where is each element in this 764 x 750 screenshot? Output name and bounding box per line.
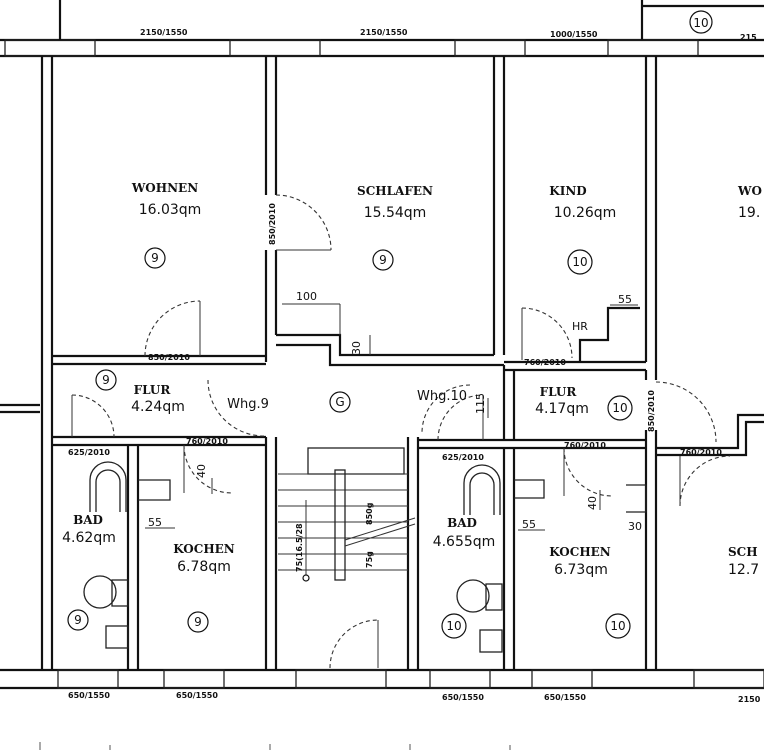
dim-door-right-room: 760/2010 [680, 448, 722, 457]
unit-marker-schlafen [372, 249, 394, 271]
bottom-wall [0, 668, 764, 690]
stair-up-label-2: 75g [365, 551, 374, 568]
dim-door-bad-left: 625/2010 [68, 448, 110, 457]
unit-marker-schlafen-label: 9 [379, 253, 387, 267]
apartment-label-9: Whg.9 [227, 397, 269, 412]
room-bad-right-name: BAD [447, 516, 477, 530]
unit-marker-kochen-right [605, 613, 631, 639]
stair-marker [329, 391, 351, 413]
fixtures [83, 461, 503, 653]
unit-marker-bad-right [441, 613, 467, 639]
doors [71, 194, 731, 669]
unit-marker-kochen-right-label: 10 [610, 619, 625, 633]
room-flur-left-name: FLUR [134, 383, 172, 397]
room-wohnen-right-area: 19. [738, 205, 760, 221]
dim-top-1: 2150/1550 [140, 28, 188, 37]
apartment-label-10: Whg.10 [417, 389, 467, 404]
unit-marker-bad-right-label: 10 [446, 619, 461, 633]
room-kind-area: 10.26qm [554, 205, 617, 221]
room-flur-right-area: 4.17qm [535, 401, 589, 417]
room-kochen-left-name: KOCHEN [173, 542, 235, 556]
dim-top-4: 215 [740, 33, 757, 42]
room-schlafen-name: SCHLAFEN [357, 184, 433, 198]
dim-top-3: 1000/1550 [550, 30, 598, 39]
dim-55-b: 55 [148, 516, 162, 529]
room-schlafen-area: 15.54qm [364, 205, 427, 221]
unit-marker-wohnen-label: 9 [151, 251, 159, 265]
unit-marker-flur-right [607, 395, 633, 421]
dim-door-flur-right: 850/2010 [647, 390, 656, 432]
dim-55-a: 55 [618, 293, 632, 306]
dim-40-a: 40 [195, 464, 208, 478]
staircase [278, 447, 416, 582]
dim-door-wohnen: 850/2010 [148, 353, 190, 362]
unit-marker-bad-left [67, 609, 89, 631]
dim-door-bad-right: 625/2010 [442, 453, 484, 462]
room-schl-right-name: SCH [728, 545, 758, 559]
room-bad-right-area: 4.655qm [433, 534, 496, 550]
room-wohnen-area: 16.03qm [139, 202, 202, 218]
room-kochen-right-area: 6.73qm [554, 562, 608, 578]
stair-up-label-1: 850g [365, 502, 374, 525]
unit-marker-kind-label: 10 [572, 255, 587, 269]
room-kind-name: KIND [549, 184, 586, 198]
dim-bottom-4: 650/1550 [544, 693, 586, 702]
room-kochen-right-name: KOCHEN [549, 545, 611, 559]
unit-marker-wohnen [144, 247, 166, 269]
hr-label: HR [572, 320, 588, 333]
dim-100: 100 [296, 290, 317, 303]
unit-marker-kind [567, 249, 593, 275]
dim-115: 115 [474, 393, 487, 414]
unit-marker-bad-left-label: 9 [74, 613, 82, 627]
unit-marker-flur-left [95, 369, 117, 391]
dim-door-kind: 760/2010 [524, 358, 566, 367]
room-bad-left-area: 4.62qm [62, 530, 116, 546]
dim-door-kochen-right: 760/2010 [564, 441, 606, 450]
dim-30-b: 30 [628, 520, 642, 533]
room-wohnen-name: WOHNEN [131, 181, 198, 195]
stair-dimension: 75(16.5/28 [295, 523, 304, 572]
unit-marker-flur-right-label: 10 [612, 401, 627, 415]
unit-marker-flur-left-label: 9 [102, 373, 110, 387]
interior-walls [52, 56, 764, 670]
stair-marker-label: G [335, 395, 344, 409]
dim-bottom-3: 650/1550 [442, 693, 484, 702]
room-flur-right-name: FLUR [540, 385, 578, 399]
unit-marker-kochen-left [187, 611, 209, 633]
room-schl-right-area: 12.7 [728, 562, 759, 578]
dim-bottom-5: 2150 [738, 695, 761, 704]
dim-top-2: 2150/1550 [360, 28, 408, 37]
dim-door-schlafen: 850/2010 [268, 203, 277, 245]
dim-bottom-2: 650/1550 [176, 691, 218, 700]
room-wohnen-right-name: WO [737, 184, 762, 198]
unit-marker-top [689, 10, 713, 34]
bottom-marks [39, 742, 511, 750]
unit-marker-kochen-left-label: 9 [194, 615, 202, 629]
room-bad-left-name: BAD [73, 513, 103, 527]
dim-bottom-1: 650/1550 [68, 691, 110, 700]
dim-55-c: 55 [522, 518, 536, 531]
dimension-lines [145, 303, 638, 531]
left-wall [0, 56, 54, 670]
unit-marker-top-label: 10 [693, 16, 708, 30]
room-kochen-left-area: 6.78qm [177, 559, 231, 575]
dim-40-b: 40 [586, 496, 599, 510]
dim-door-kochen-left: 760/2010 [186, 437, 228, 446]
dim-30-a: 30 [350, 341, 363, 355]
room-flur-left-area: 4.24qm [131, 399, 185, 415]
